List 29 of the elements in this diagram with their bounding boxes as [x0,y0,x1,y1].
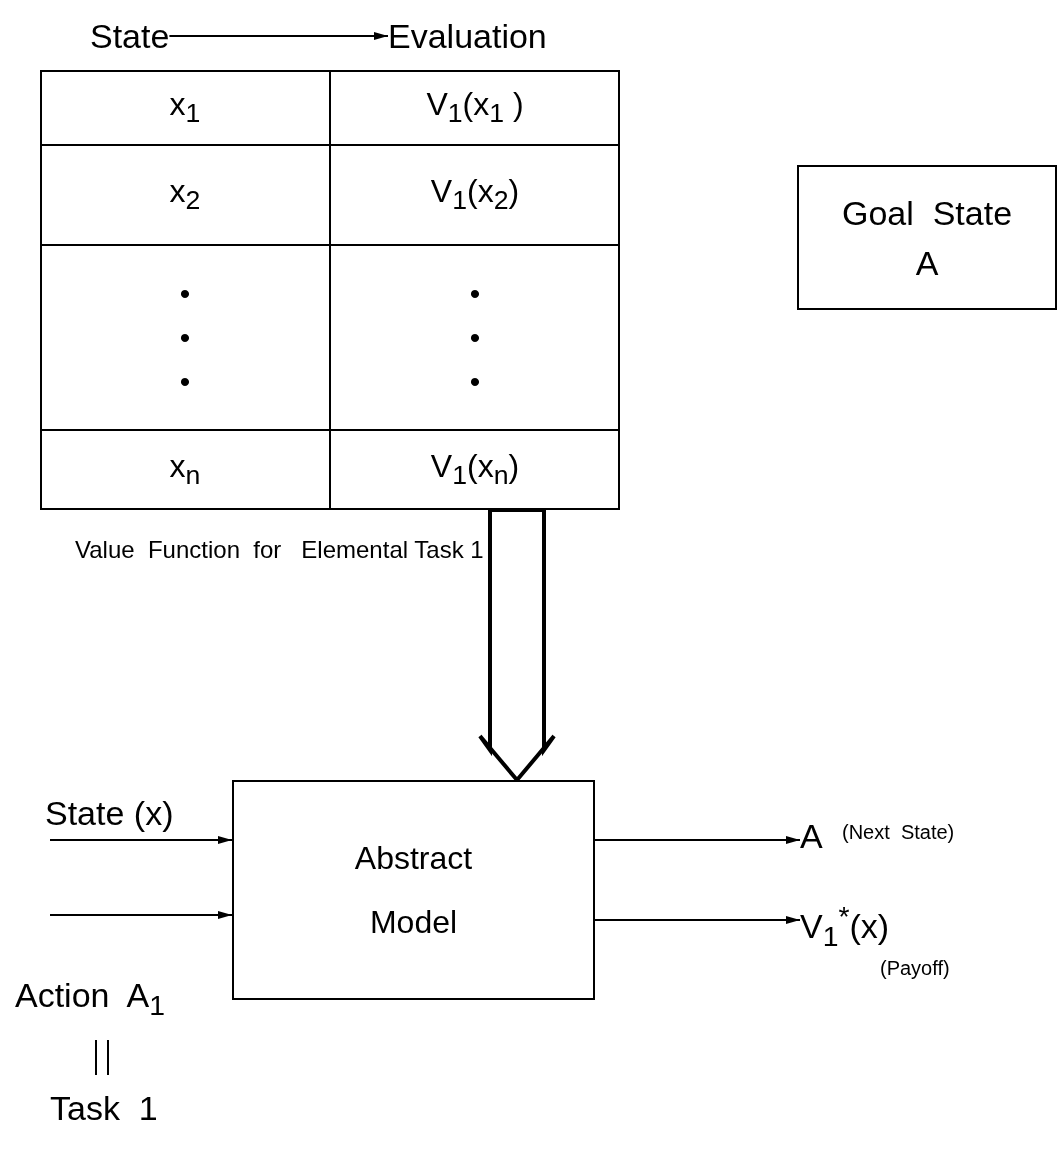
table-cell: x$_{1}$ [40,70,330,145]
table-cell: x$_{n}$ [40,430,330,510]
arrow [594,916,801,924]
table-cell: V$_{1}$(x$_{n}$) [330,430,620,510]
edge-label: State (x) [45,793,174,833]
value-table [40,70,620,510]
arrow [49,911,233,919]
arrow [49,836,233,844]
table-cell: • • • [330,245,620,430]
header-text: State [90,16,170,57]
table-cell: • • • [40,245,330,430]
output-symbol: A [800,816,823,857]
task-label: Task 1 [50,1088,158,1128]
edge-label: Action A$_{1}$ [15,975,165,1023]
output-note: (Payoff) [880,957,950,980]
table-cell: V$_{1}$(x$_{1}$ ) [330,70,620,145]
box-label: Goal State [841,192,1013,234]
goal-box [797,165,1057,310]
model-box [232,780,595,1000]
output-note: (Next State) [842,821,955,844]
arrow [594,836,801,844]
arrow [168,32,389,40]
table-caption: Value Function for Elemental Task 1 [75,535,484,565]
header-text: Evaluation [388,16,547,57]
output-symbol: V$_{1}$$^{*}$(x) [800,899,890,955]
table-cell: x$_{2}$ [40,145,330,245]
table-cell: V$_{1}$(x$_{2}$) [330,145,620,245]
box-label: A [915,242,939,284]
model-label: Abstract Model [353,839,474,942]
